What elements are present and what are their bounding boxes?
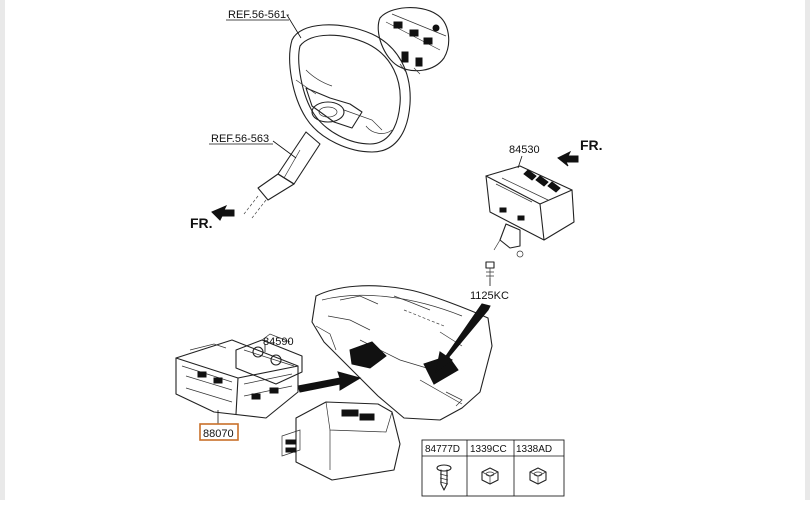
hex-nut-icon [529, 467, 547, 485]
steering-wheel [289, 24, 411, 153]
table-header-1338ad: 1338AD [516, 444, 552, 455]
callout-arrow-airbag [435, 303, 491, 374]
steering-column [243, 131, 321, 219]
bracket-84590 [235, 333, 303, 385]
svg-text:FR.: FR. [580, 137, 603, 153]
table-header-1339cc: 1339CC [470, 444, 507, 455]
ref-56-561-label: REF.56-561 [228, 9, 286, 21]
fastener-table: 84777D 1339CC 1338AD [421, 439, 565, 497]
part-84590-label: 84590 [263, 336, 294, 348]
driver-airbag-module [377, 7, 450, 75]
highlight-box-88070 [199, 423, 239, 441]
switch-panel-88070 [175, 339, 299, 419]
part-84530-label: 84530 [509, 144, 540, 156]
nut-icon [481, 467, 499, 485]
passenger-airbag [485, 165, 575, 258]
callout-arrow-switch [297, 371, 362, 393]
front-direction-arrow-left: FR. [190, 205, 235, 231]
table-header-84777d: 84777D [425, 444, 460, 455]
ref-56-563-label: REF.56-563 [211, 133, 269, 145]
part-1125kc-label: 1125KC [470, 290, 509, 302]
screw-icon [436, 464, 452, 491]
dashboard [281, 285, 493, 481]
bolt-1125kc [485, 261, 495, 286]
svg-text:FR.: FR. [190, 215, 213, 231]
front-direction-arrow-right: FR. [557, 137, 603, 167]
part-88070-label: 88070 [203, 428, 234, 440]
